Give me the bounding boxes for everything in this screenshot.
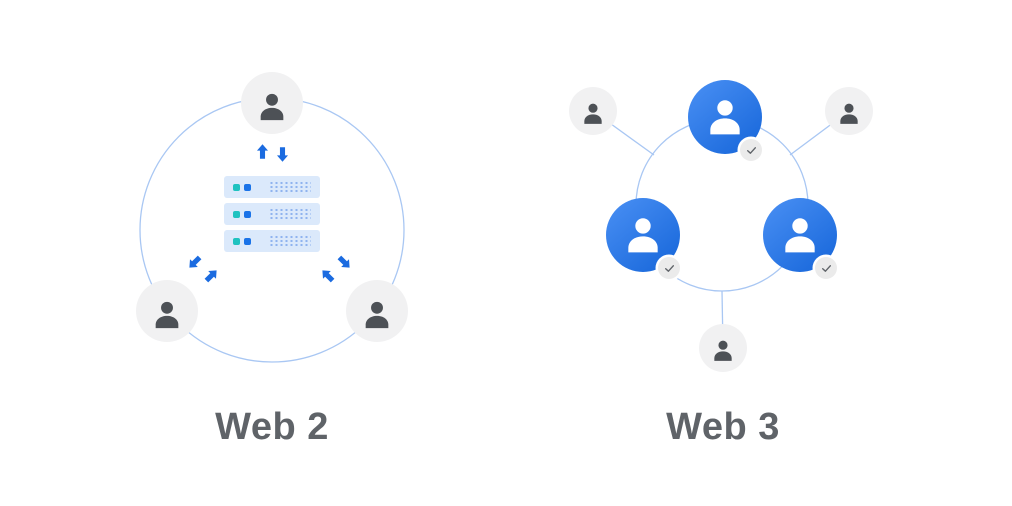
check-badge [658, 257, 680, 279]
node-avatar [688, 80, 762, 154]
web2-user-avatar-bottomright [346, 280, 408, 342]
web3-node-top [688, 80, 762, 161]
check-icon [664, 264, 674, 272]
arrow-down-icon [274, 146, 291, 163]
arrow-up-icon [254, 143, 271, 160]
check-icon [821, 264, 831, 272]
server-stack [224, 176, 320, 252]
server-dots [269, 235, 311, 247]
user-icon [260, 93, 284, 121]
user-icon [785, 218, 815, 253]
web2-user-avatar-top [241, 72, 303, 134]
server-icon [224, 176, 320, 198]
server-icon [224, 203, 320, 225]
web3-node-right [763, 198, 837, 279]
user-icon [840, 103, 858, 124]
server-led-blue [244, 210, 251, 218]
arrow-northeast-icon [199, 263, 223, 287]
server-led-teal [233, 237, 240, 245]
user-icon [584, 103, 602, 124]
node-avatar [606, 198, 680, 272]
server-dots [269, 181, 311, 193]
server-led-blue [244, 237, 251, 245]
user-icon [628, 218, 658, 253]
web2-user-avatar-bottomleft [136, 280, 198, 342]
web3-user-avatar-topleft [569, 87, 617, 135]
server-dots [269, 208, 311, 220]
user-icon [710, 100, 740, 135]
arrow-southeast-icon [332, 250, 356, 274]
web3-user-avatar-topright [825, 87, 873, 135]
user-icon [714, 340, 732, 361]
web3-label: Web 3 [666, 406, 780, 448]
check-badge [740, 139, 762, 161]
web3-user-avatar-bottom [699, 324, 747, 372]
user-icon [155, 301, 179, 329]
check-icon [746, 146, 756, 154]
arrow-southwest-icon [182, 250, 206, 274]
server-icon [224, 230, 320, 252]
web2-label: Web 2 [215, 406, 329, 448]
node-avatar [763, 198, 837, 272]
web3-node-left [606, 198, 680, 279]
server-led-blue [244, 183, 251, 191]
user-icon [365, 301, 389, 329]
server-led-teal [233, 183, 240, 191]
arrow-northwest-icon [315, 263, 339, 287]
check-badge [815, 257, 837, 279]
server-led-teal [233, 210, 240, 218]
